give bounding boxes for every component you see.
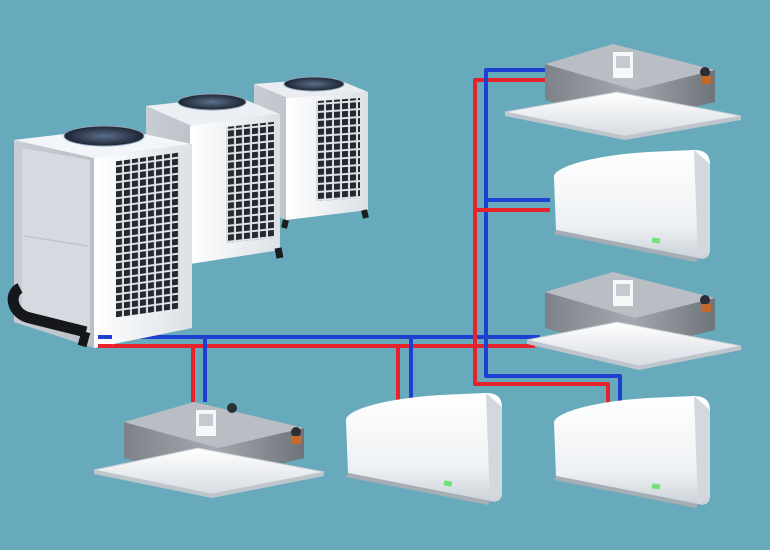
outdoor-condenser-icon: [254, 76, 369, 229]
pipe-connectors: [98, 335, 112, 348]
wall-split-icon: [553, 150, 710, 262]
outdoor-condenser-icon: [7, 125, 192, 348]
wall-split-icon: [345, 393, 502, 505]
return-pipe-riser: [484, 68, 545, 337]
outdoor-units-group: [7, 76, 369, 348]
ceiling-cassette-icon: [93, 402, 325, 498]
return-pipe-branch-wall-3: [484, 337, 622, 402]
refrigerant-piping: [110, 68, 622, 412]
wall-split-icon: [553, 396, 710, 508]
supply-pipe-riser: [473, 78, 545, 346]
cassette-units-group: [93, 44, 742, 498]
wall-units-group: [345, 150, 710, 508]
ceiling-cassette-icon: [504, 44, 742, 140]
outdoor-condenser-icon: [146, 93, 284, 274]
supply-pipe-branch-wall-3: [473, 346, 610, 410]
ceiling-cassette-icon: [526, 272, 742, 370]
